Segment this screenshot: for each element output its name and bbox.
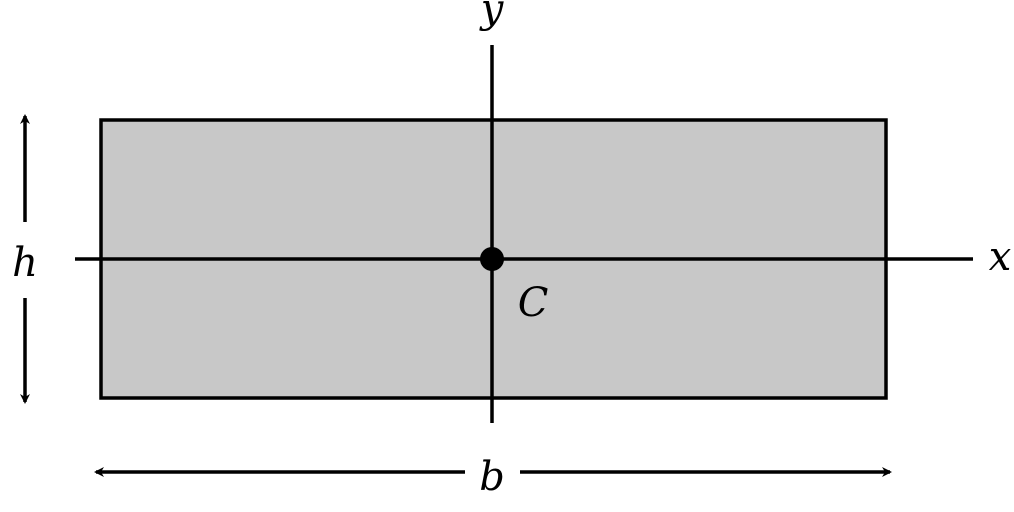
base-label: b	[479, 454, 505, 500]
height-label: h	[12, 240, 38, 286]
centroid-label: C	[518, 280, 549, 326]
centroid-dot	[480, 247, 504, 271]
x-axis-label: x	[989, 234, 1012, 280]
y-axis-label: y	[479, 0, 505, 32]
